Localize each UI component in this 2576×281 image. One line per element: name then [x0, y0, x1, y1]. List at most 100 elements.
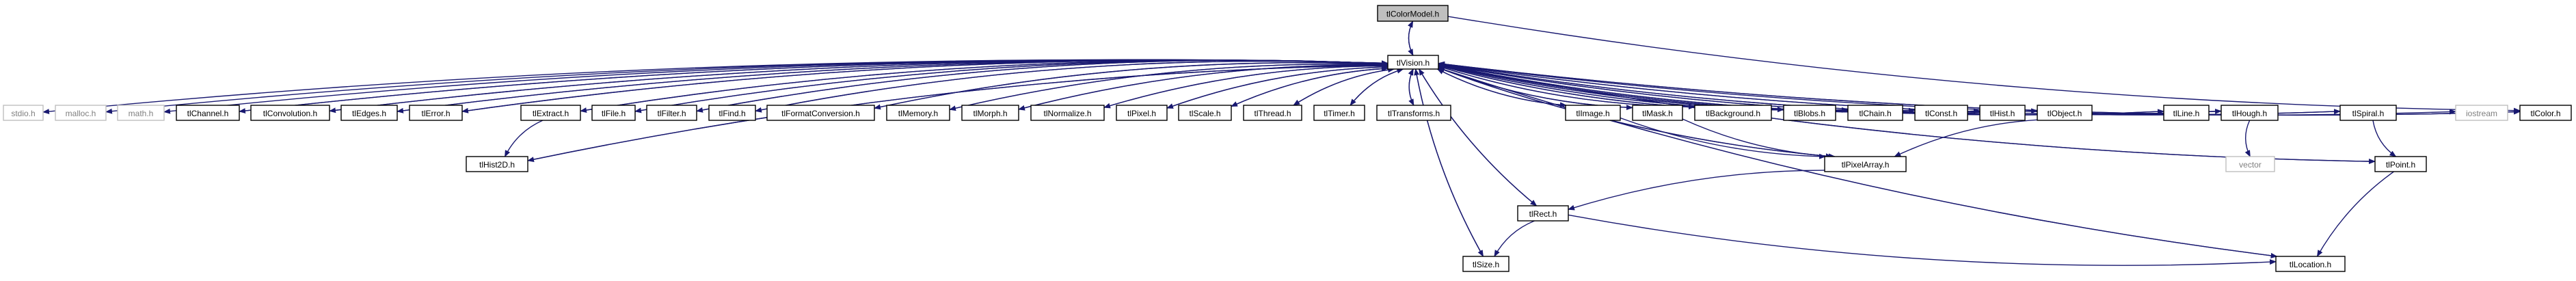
node-tlthread-h[interactable]: tlThread.h [1243, 105, 1302, 121]
edge-tlhough-h-to-vector [2244, 120, 2251, 157]
node-tlhist-h[interactable]: tlHist.h [1979, 105, 2026, 121]
node-label-tlmemory-h: tlMemory.h [898, 109, 938, 118]
node-tlformatconversion-h[interactable]: tlFormatConversion.h [766, 105, 875, 121]
node-box-tltimer-h [1313, 105, 1365, 121]
node-box-tlline-h [2163, 105, 2210, 121]
node-box-tlobject-h [2037, 105, 2093, 121]
node-tlerror-h[interactable]: tlError.h [409, 105, 463, 121]
node-box-tledges-h [340, 105, 398, 121]
node-tlfilter-h[interactable]: tlFilter.h [646, 105, 697, 121]
node-box-tlpixelarray-h [1824, 156, 1907, 172]
node-tlline-h[interactable]: tlLine.h [2163, 105, 2210, 121]
node-tlnormalize-h[interactable]: tlNormalize.h [1030, 105, 1105, 121]
node-box-tlchain-h [1847, 105, 1903, 121]
node-label-tlpixel-h: tlPixel.h [1127, 109, 1156, 118]
node-tlsize-h[interactable]: tlSize.h [1462, 256, 1510, 272]
edge-tlspiral-h-to-tlpoint-h [2372, 120, 2397, 157]
node-tlmemory-h[interactable]: tlMemory.h [886, 105, 950, 121]
node-tlbackground-h[interactable]: tlBackground.h [1694, 105, 1772, 121]
node-label-tlpixelarray-h: tlPixelArray.h [1842, 160, 1890, 170]
edge-tlmask-h-to-tlpixelarray-h [1682, 118, 1836, 159]
node-box-math-h [117, 105, 165, 121]
node-label-tlspiral-h: tlSpiral.h [2352, 109, 2385, 118]
node-tlcolor-h[interactable]: tlColor.h [2519, 105, 2572, 121]
node-tlpixel-h[interactable]: tlPixel.h [1116, 105, 1168, 121]
node-label-tlhough-h: tlHough.h [2232, 109, 2267, 118]
edge-tlimage-h-to-tlvision-h [1436, 68, 1566, 106]
edge-tlerror-h-to-tlvision-h [461, 59, 1388, 112]
node-tlscale-h[interactable]: tlScale.h [1178, 105, 1232, 121]
node-tlimage-h[interactable]: tlImage.h [1565, 105, 1621, 121]
node-tlextract-h[interactable]: tlExtract.h [520, 105, 581, 121]
edge-tlvision-h-to-tlrect-h [1418, 68, 1538, 206]
node-tlpoint-h[interactable]: tlPoint.h [2374, 156, 2427, 172]
edge-tlobject-h-to-tlpixelarray-h [1894, 119, 2038, 157]
node-tlobject-h[interactable]: tlObject.h [2037, 105, 2093, 121]
node-tlmask-h[interactable]: tlMask.h [1632, 105, 1683, 121]
node-tlconst-h[interactable]: tlConst.h [1914, 105, 1968, 121]
node-tlpixelarray-h[interactable]: tlPixelArray.h [1824, 156, 1907, 172]
node-tlmorph-h[interactable]: tlMorph.h [961, 105, 1019, 121]
node-tltransforms-h[interactable]: tlTransforms.h [1376, 105, 1451, 121]
edge-tlsize-h-to-tlvision-h [1414, 68, 1484, 257]
node-tledges-h[interactable]: tlEdges.h [340, 105, 398, 121]
node-box-tlextract-h [520, 105, 581, 121]
edge-tlvision-h-to-math-h [163, 59, 1388, 114]
node-tlvision-h[interactable]: tlVision.h [1387, 55, 1439, 70]
edge-tlvision-h-to-tledges-h [397, 59, 1388, 113]
node-tlfind-h[interactable]: tlFind.h [708, 105, 756, 121]
node-label-tlfile-h: tlFile.h [602, 109, 626, 118]
node-label-stdio-h: stdio.h [11, 109, 35, 118]
edge-tlscale-h-to-tlvision-h [1231, 66, 1388, 107]
node-tlchannel-h[interactable]: tlChannel.h [176, 105, 240, 121]
node-stdio-h: stdio.h [3, 105, 44, 121]
edge-tlvision-h-to-tlsize-h [1414, 68, 1484, 257]
node-tlrect-h[interactable]: tlRect.h [1517, 205, 1569, 222]
node-label-tlline-h: tlLine.h [2173, 109, 2200, 118]
node-label-tlmask-h: tlMask.h [1642, 109, 1673, 118]
node-box-tlvision-h [1387, 55, 1439, 70]
edge-tlmemory-h-to-tlvision-h [949, 62, 1388, 110]
node-tlspiral-h[interactable]: tlSpiral.h [2339, 105, 2397, 121]
node-box-tlimage-h [1565, 105, 1621, 121]
node-tltimer-h[interactable]: tlTimer.h [1313, 105, 1365, 121]
node-box-tlsize-h [1462, 256, 1510, 272]
node-tlhist2d-h[interactable]: tlHist2D.h [466, 156, 528, 172]
node-box-malloc-h [55, 105, 107, 121]
node-label-tlpoint-h: tlPoint.h [2386, 160, 2415, 170]
node-box-vector [2225, 156, 2275, 172]
edge-tlrect-h-to-tlvision-h [1418, 68, 1537, 206]
node-label-tlcolor-h: tlColor.h [2530, 109, 2560, 118]
node-label-tlimage-h: tlImage.h [1576, 109, 1609, 118]
node-tlcolormodel-h[interactable]: tlColorModel.h [1377, 5, 1449, 22]
node-tlconvolution-h[interactable]: tlConvolution.h [250, 105, 330, 121]
node-label-tlmorph-h: tlMorph.h [973, 109, 1007, 118]
node-label-tltimer-h: tlTimer.h [1324, 109, 1355, 118]
node-label-tlhist2d-h: tlHist2D.h [479, 160, 515, 170]
node-tlblobs-h[interactable]: tlBlobs.h [1783, 105, 1836, 121]
node-tlfile-h[interactable]: tlFile.h [591, 105, 636, 121]
edge-tltimer-h-to-tlvision-h [1350, 68, 1404, 106]
edge-tlmorph-h-to-tlvision-h [1018, 62, 1388, 110]
node-box-tlpoint-h [2374, 156, 2427, 172]
node-box-tllocation-h [2275, 256, 2346, 272]
edge-tlvision-h-to-stdio-h [42, 59, 1388, 115]
node-box-tlhough-h [2221, 105, 2279, 121]
node-label-tlextract-h: tlExtract.h [533, 109, 569, 118]
node-label-tlrect-h: tlRect.h [1529, 209, 1557, 219]
node-tlhough-h[interactable]: tlHough.h [2221, 105, 2279, 121]
edge-tlhist2d-h-to-tlvision-h [527, 62, 1388, 161]
node-label-math-h: math.h [129, 109, 154, 118]
node-label-vector: vector [2239, 160, 2262, 170]
node-tllocation-h[interactable]: tlLocation.h [2275, 256, 2346, 272]
node-box-tlmemory-h [886, 105, 950, 121]
node-label-tledges-h: tlEdges.h [352, 109, 386, 118]
node-tlchain-h[interactable]: tlChain.h [1847, 105, 1903, 121]
dependency-edges [42, 16, 2521, 266]
node-box-tlbackground-h [1694, 105, 1772, 121]
edge-tlimage-h-to-tlpixelarray-h [1620, 117, 1827, 159]
node-box-tltransforms-h [1376, 105, 1451, 121]
node-box-tlscale-h [1178, 105, 1232, 121]
node-box-stdio-h [3, 105, 44, 121]
node-label-iostream: iostream [2466, 109, 2497, 118]
